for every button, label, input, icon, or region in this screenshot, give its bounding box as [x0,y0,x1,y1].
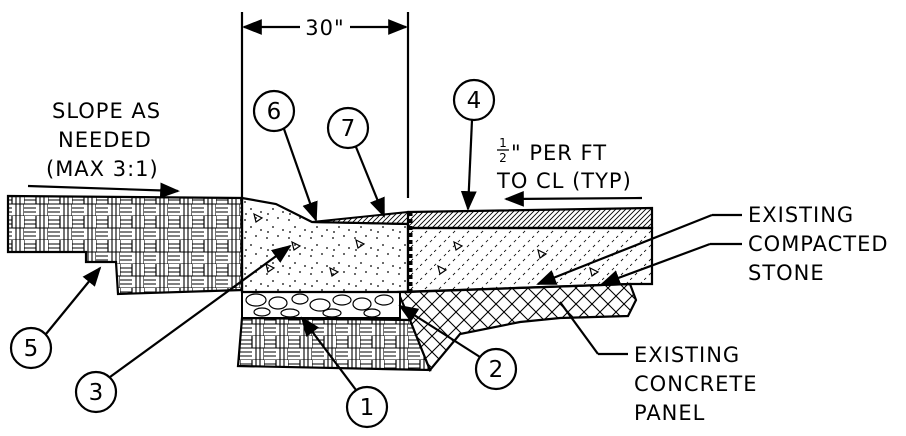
svg-text:2: 2 [499,151,507,165]
svg-text:1: 1 [360,395,375,421]
svg-text:5: 5 [24,336,39,362]
svg-text:7: 7 [341,116,356,142]
slope-note: SLOPE AS NEEDED (MAX 3:1) [46,99,161,181]
svg-text:COMPACTED: COMPACTED [748,232,889,256]
existing-stone-note: EXISTING COMPACTED STONE [748,203,889,285]
svg-text:EXISTING: EXISTING [634,343,740,367]
callout-5: 5 [9,266,102,370]
brick-paving-left [6,194,244,296]
svg-text:" PER FT: " PER FT [511,141,607,165]
aggregate-base [241,291,401,319]
stone-marks [437,240,600,277]
svg-text:CONCRETE: CONCRETE [634,372,758,396]
svg-text:6: 6 [267,99,282,125]
callout-6: 6 [252,89,318,222]
svg-text:2: 2 [489,357,504,383]
pitch-note: 1 2 " PER FT TO CL (TYP) [496,136,632,193]
callout-3: 3 [74,244,292,414]
existing-concrete-panel [396,282,638,373]
svg-text:SLOPE AS: SLOPE AS [52,99,161,123]
concrete-aggregate-marks [253,212,366,277]
wearing-course-right [406,206,654,230]
svg-text:4: 4 [467,88,482,114]
svg-text:1: 1 [499,136,507,150]
svg-text:TO CL (TYP): TO CL (TYP) [496,169,632,193]
svg-text:(MAX 3:1): (MAX 3:1) [46,157,159,181]
slope-arrow [27,182,180,199]
existing-panel-note: EXISTING CONCRETE PANEL [634,343,758,425]
leader-existing-stone [536,213,742,286]
svg-text:NEEDED: NEEDED [58,128,152,152]
dimension-label: 30" [305,16,344,40]
dimension-30in [240,12,410,198]
svg-text:PANEL: PANEL [634,401,705,425]
callout-2: 2 [398,304,518,391]
existing-compacted-stone [406,226,654,294]
callout-4: 4 [452,78,496,211]
svg-text:3: 3 [89,380,104,406]
callout-1: 1 [300,316,389,429]
wearing-course-left [311,210,409,226]
pitch-arrow [504,190,643,207]
leader-existing-panel [559,301,628,356]
callout-7: 7 [326,106,386,218]
svg-text:STONE: STONE [748,261,825,285]
svg-text:EXISTING: EXISTING [748,203,854,227]
